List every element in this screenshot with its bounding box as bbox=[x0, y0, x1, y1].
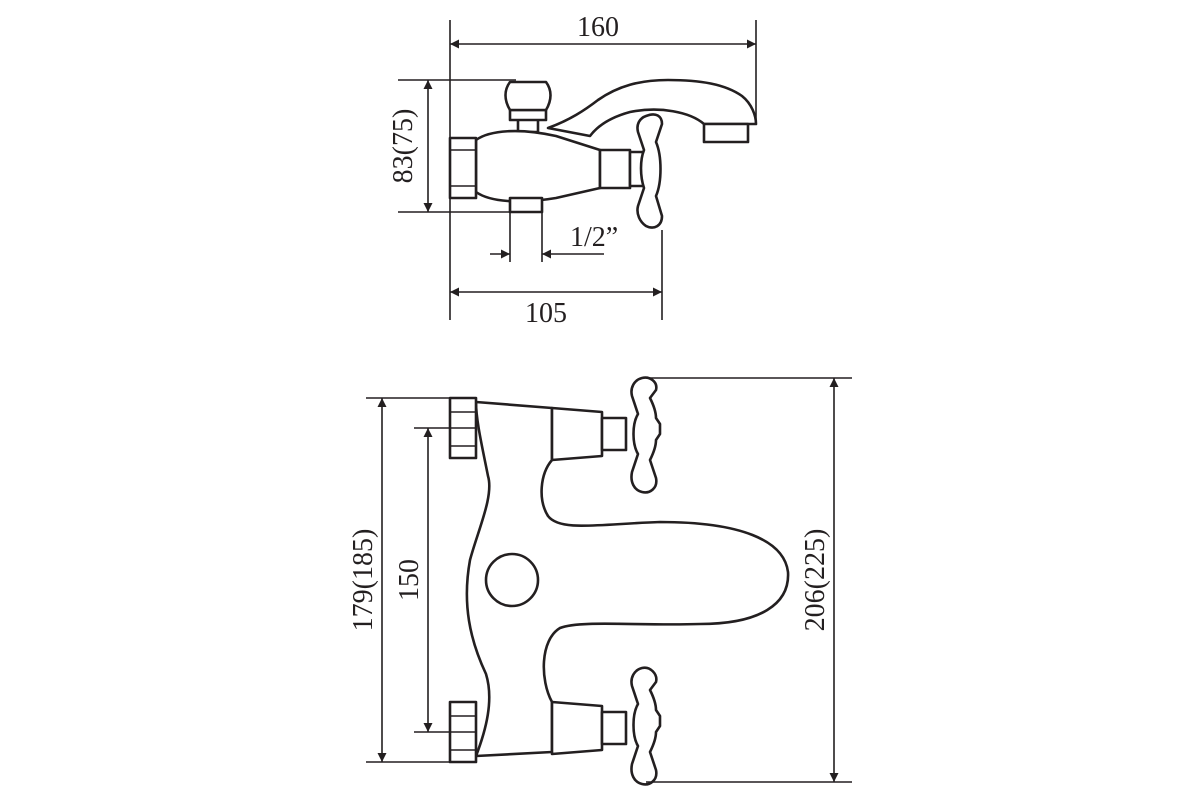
side-body bbox=[474, 129, 602, 203]
top-cross-handle-lower bbox=[630, 666, 662, 786]
top-handle-hub-upper bbox=[600, 416, 628, 452]
side-diverter-knob bbox=[504, 80, 552, 112]
side-cross-handle bbox=[636, 113, 664, 229]
top-handle-hub-lower bbox=[600, 710, 628, 746]
side-inlet-pipe bbox=[508, 196, 544, 214]
dim-label-179-185: 179(185) bbox=[348, 529, 379, 632]
side-wall-nut bbox=[448, 136, 478, 200]
side-valve-bonnet bbox=[598, 148, 632, 190]
side-spout bbox=[546, 78, 758, 138]
side-view: 160 83(75) 1/2” 105 bbox=[388, 12, 758, 329]
top-cross-handle-upper bbox=[630, 376, 662, 494]
side-diverter-collar bbox=[508, 108, 548, 122]
dim-label-160: 160 bbox=[577, 12, 619, 43]
side-spout-nozzle bbox=[702, 122, 750, 144]
dim-label-150: 150 bbox=[394, 559, 425, 601]
top-view: 179(185) 150 206(225) bbox=[348, 376, 852, 786]
top-valve-bonnet-lower bbox=[550, 700, 604, 756]
dim-label-thread: 1/2” bbox=[570, 222, 618, 253]
top-body-spout bbox=[465, 400, 790, 758]
dim-label-83-75: 83(75) bbox=[388, 109, 419, 184]
top-valve-bonnet-upper bbox=[550, 406, 604, 462]
dim-label-206-225: 206(225) bbox=[800, 529, 831, 632]
dim-label-105: 105 bbox=[525, 298, 567, 329]
top-diverter-knob bbox=[484, 552, 540, 608]
